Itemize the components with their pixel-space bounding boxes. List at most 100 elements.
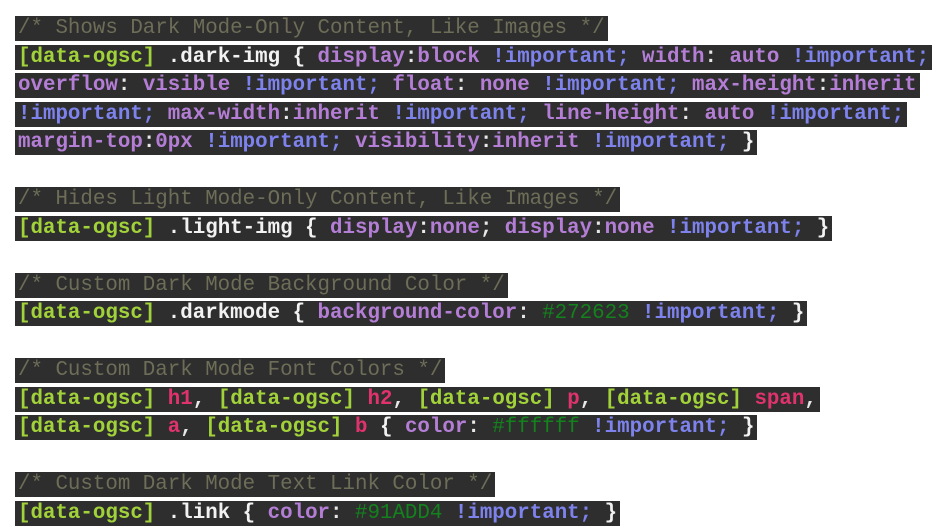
important-flag: !important; bbox=[629, 302, 780, 325]
class-selector: .light-img { bbox=[155, 216, 331, 240]
code-line: [data-ogsc] .light-img { display:none; d… bbox=[15, 215, 932, 245]
tag-selector: span bbox=[741, 387, 805, 411]
code-line: /* Hides Light Mode-Only Content, Like I… bbox=[15, 187, 932, 216]
important-flag: !important; bbox=[579, 131, 730, 154]
css-value: auto bbox=[704, 102, 755, 126]
code-comment: /* Custom Dark Mode Background Color */ bbox=[18, 273, 505, 297]
css-property: color bbox=[267, 501, 331, 525]
important-flag: !important; bbox=[754, 102, 905, 126]
class-selector: } bbox=[804, 216, 830, 240]
css-property: color bbox=[404, 416, 468, 439]
code-line: overflow: visible !important; float: non… bbox=[15, 73, 932, 102]
punctuation: : bbox=[592, 216, 605, 240]
important-flag: !important; bbox=[442, 501, 593, 525]
punctuation: , bbox=[804, 387, 817, 411]
attribute-selector: [data-ogsc] bbox=[604, 387, 742, 411]
tag-selector: b bbox=[342, 416, 368, 439]
css-property: overflow bbox=[18, 74, 118, 97]
punctuation: : bbox=[280, 102, 293, 126]
punctuation: , bbox=[192, 387, 218, 411]
attribute-selector: [data-ogsc] bbox=[18, 302, 156, 325]
code-line: /* Custom Dark Mode Font Colors */ bbox=[15, 358, 932, 387]
blank-line bbox=[15, 159, 932, 188]
css-property: display bbox=[330, 216, 418, 240]
attribute-selector: [data-ogsc] bbox=[18, 501, 156, 525]
class-selector: .link { bbox=[155, 501, 268, 525]
important-flag: !important; bbox=[192, 131, 343, 154]
class-selector: { bbox=[367, 416, 405, 439]
code-line-highlight: /* Custom Dark Mode Text Link Color */ bbox=[15, 472, 496, 497]
important-flag: !important; bbox=[529, 74, 680, 97]
hex-color-value: #91ADD4 bbox=[355, 501, 443, 525]
important-flag: !important; bbox=[654, 216, 805, 240]
code-line-highlight: /* Hides Light Mode-Only Content, Like I… bbox=[15, 187, 621, 212]
css-property: float bbox=[379, 74, 455, 97]
code-line: [data-ogsc] .darkmode { background-color… bbox=[15, 301, 932, 330]
code-line: [data-ogsc] .dark-img { display:block !i… bbox=[15, 44, 933, 74]
punctuation: : bbox=[479, 131, 493, 154]
code-line: /* Custom Dark Mode Background Color */ bbox=[15, 272, 932, 302]
css-property: margin-top bbox=[18, 131, 143, 154]
punctuation: , bbox=[180, 416, 206, 439]
class-selector: } bbox=[729, 131, 755, 154]
punctuation: : bbox=[330, 501, 355, 525]
class-selector: } bbox=[779, 302, 805, 325]
code-line: /* Shows Dark Mode-Only Content, Like Im… bbox=[15, 16, 932, 45]
punctuation: : bbox=[404, 45, 418, 69]
css-property: line-height bbox=[529, 102, 680, 126]
important-flag: !important; bbox=[18, 102, 156, 126]
attribute-selector: [data-ogsc] bbox=[417, 387, 555, 411]
important-flag: !important; bbox=[579, 416, 730, 439]
css-value: inherit bbox=[292, 102, 380, 126]
attribute-selector: [data-ogsc] bbox=[205, 416, 343, 439]
css-value: 0px bbox=[155, 131, 193, 154]
blank-line bbox=[15, 244, 932, 273]
tag-selector: p bbox=[554, 387, 580, 411]
attribute-selector: [data-ogsc] bbox=[217, 387, 356, 411]
css-property: width bbox=[629, 45, 705, 69]
attribute-selector: [data-ogsc] bbox=[18, 387, 156, 411]
important-flag: !important; bbox=[479, 45, 630, 69]
css-value: inherit bbox=[492, 131, 580, 154]
attribute-selector: [data-ogsc] bbox=[18, 45, 156, 69]
punctuation: : bbox=[816, 74, 830, 97]
tag-selector: h2 bbox=[355, 387, 393, 411]
punctuation: : bbox=[117, 74, 143, 97]
code-line-highlight: overflow: visible !important; float: non… bbox=[15, 73, 920, 98]
css-code-snippet: /* Shows Dark Mode-Only Content, Like Im… bbox=[15, 16, 933, 529]
punctuation: ; bbox=[479, 216, 505, 240]
blank-line bbox=[15, 330, 932, 359]
important-flag: !important; bbox=[779, 45, 930, 69]
code-line: /* Custom Dark Mode Text Link Color */ bbox=[15, 472, 932, 501]
code-line-highlight: [data-ogsc] .dark-img { display:block !i… bbox=[15, 44, 933, 70]
punctuation: : bbox=[454, 74, 480, 97]
punctuation: : bbox=[142, 131, 156, 154]
class-selector: } bbox=[729, 416, 755, 439]
code-comment: /* Shows Dark Mode-Only Content, Like Im… bbox=[18, 17, 605, 40]
css-value: inherit bbox=[829, 74, 917, 97]
punctuation: : bbox=[679, 102, 705, 126]
code-line: [data-ogsc] a, [data-ogsc] b { color: #f… bbox=[15, 415, 932, 444]
css-property: visibility bbox=[342, 131, 480, 154]
class-selector: .dark-img { bbox=[155, 45, 318, 69]
class-selector: } bbox=[592, 501, 618, 525]
punctuation: , bbox=[579, 387, 605, 411]
punctuation: , bbox=[392, 387, 418, 411]
important-flag: !important; bbox=[379, 102, 530, 126]
css-property: display bbox=[317, 45, 405, 69]
css-property: background-color bbox=[317, 302, 518, 325]
code-line: [data-ogsc] h1, [data-ogsc] h2, [data-og… bbox=[15, 386, 932, 416]
code-line-highlight: /* Shows Dark Mode-Only Content, Like Im… bbox=[15, 16, 608, 41]
css-value: auto bbox=[729, 45, 780, 69]
attribute-selector: [data-ogsc] bbox=[18, 416, 156, 439]
tag-selector: h1 bbox=[155, 387, 193, 411]
css-value: none bbox=[479, 74, 530, 97]
code-comment: /* Custom Dark Mode Text Link Color */ bbox=[18, 473, 493, 496]
blank-line bbox=[15, 444, 932, 473]
code-line-highlight: [data-ogsc] a, [data-ogsc] b { color: #f… bbox=[15, 415, 758, 440]
code-comment: /* Custom Dark Mode Font Colors */ bbox=[18, 359, 443, 382]
tag-selector: a bbox=[155, 416, 181, 439]
css-value: none bbox=[429, 216, 480, 240]
css-property: max-width bbox=[155, 102, 281, 126]
punctuation: : bbox=[417, 216, 430, 240]
